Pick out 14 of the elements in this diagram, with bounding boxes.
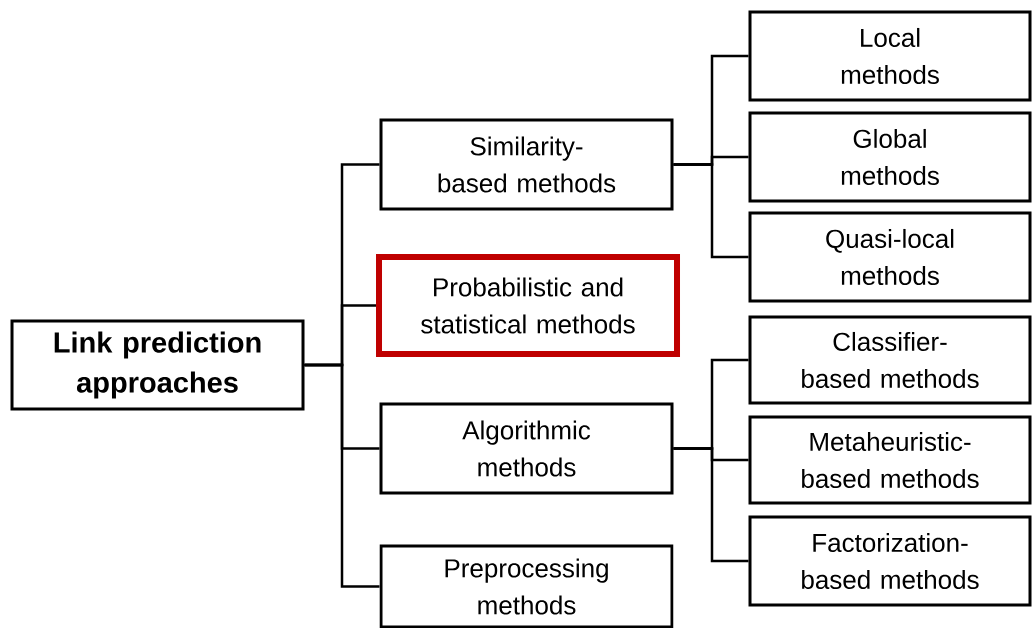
category-box: Preprocessing methods [379,544,674,628]
category-box: Algorithmic methods [379,402,674,495]
category-box: Classifier-based methods [748,315,1032,405]
connector-line [673,163,749,259]
category-box: Quasi-local methods [748,211,1032,303]
category-box: Global methods [748,111,1032,203]
connector-line [304,363,380,588]
category-box: Factorization-based methods [748,515,1032,607]
root-box: Link prediction approaches [10,319,305,411]
category-box: Local methods [748,10,1032,102]
category-box: Metaheuristic-based methods [748,415,1032,505]
highlighted-box: Probabilistic and statistical methods [376,254,680,357]
category-box: Similarity-based methods [379,118,674,211]
connector-line [673,447,749,563]
